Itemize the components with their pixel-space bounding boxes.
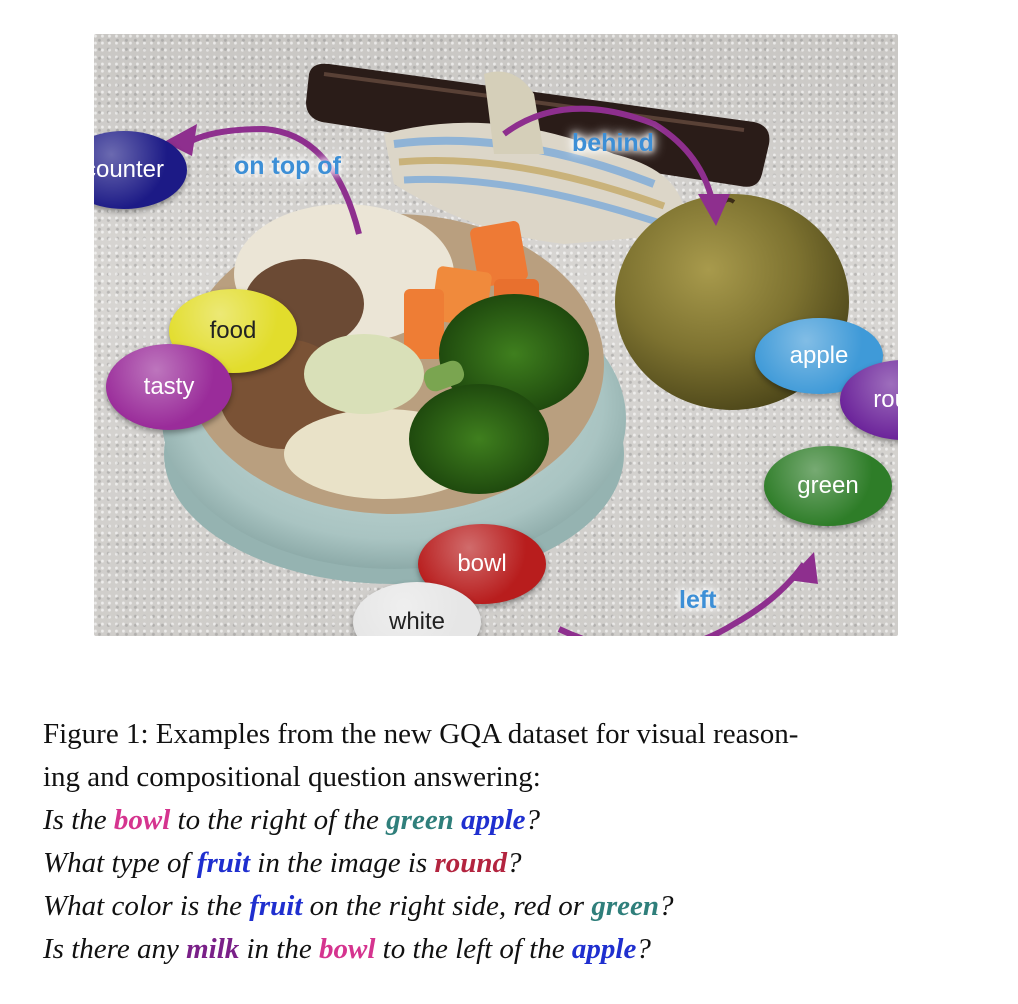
q3-word-fruit: fruit [249,890,303,922]
node-green: green [764,446,892,526]
node-apple: apple [755,318,883,394]
edge-label-left: left [679,586,717,614]
node-round: round [840,360,898,440]
node-white: white [353,582,481,636]
q4-word-milk: milk [186,933,240,965]
bowl-photo [162,204,626,584]
q1-text: ? [525,804,541,836]
node-counter: counter [94,131,187,209]
q4-word-bowl: bowl [319,933,376,965]
q2-text: ? [507,847,522,879]
caption-line-1: Figure 1: Examples from the new GQA data… [43,718,799,750]
q1-text: Is the [43,804,114,836]
q4-word-apple: apple [571,933,637,965]
q1-text [454,804,461,836]
question-3: What color is the fruit on the right sid… [43,885,983,928]
q4-text: in the [239,933,319,965]
q4-text: ? [636,933,651,965]
q2-word-fruit: fruit [196,847,251,879]
q1-word-green: green [386,804,454,836]
caption-line-2: ing and compositional question answering… [43,761,541,793]
q1-text: to the right of the [170,804,387,836]
q3-text: on the right side, red or [302,890,592,922]
node-bowl: bowl [418,524,546,604]
edge-label-behind: behind [572,129,654,157]
q3-word-green: green [591,890,659,922]
q3-text: ? [658,890,674,922]
q2-text: What type of [43,847,197,879]
q1-word-bowl: bowl [113,804,171,836]
figure-caption: Figure 1: Examples from the new GQA data… [43,713,983,971]
figure-image: counter food tasty bowl white apple roun… [94,34,898,636]
q2-word-round: round [434,847,508,879]
question-1: Is the bowl to the right of the green ap… [43,799,983,842]
node-tasty: tasty [106,344,232,430]
question-2: What type of fruit in the image is round… [43,842,983,885]
q2-text: in the image is [250,847,435,879]
edge-label-on-top-of: on top of [234,152,341,180]
q4-text: Is there any [43,933,187,965]
question-4: Is there any milk in the bowl to the lef… [43,928,983,971]
q1-word-apple: apple [461,804,526,836]
q4-text: to the left of the [375,933,572,965]
q3-text: What color is the [43,890,250,922]
